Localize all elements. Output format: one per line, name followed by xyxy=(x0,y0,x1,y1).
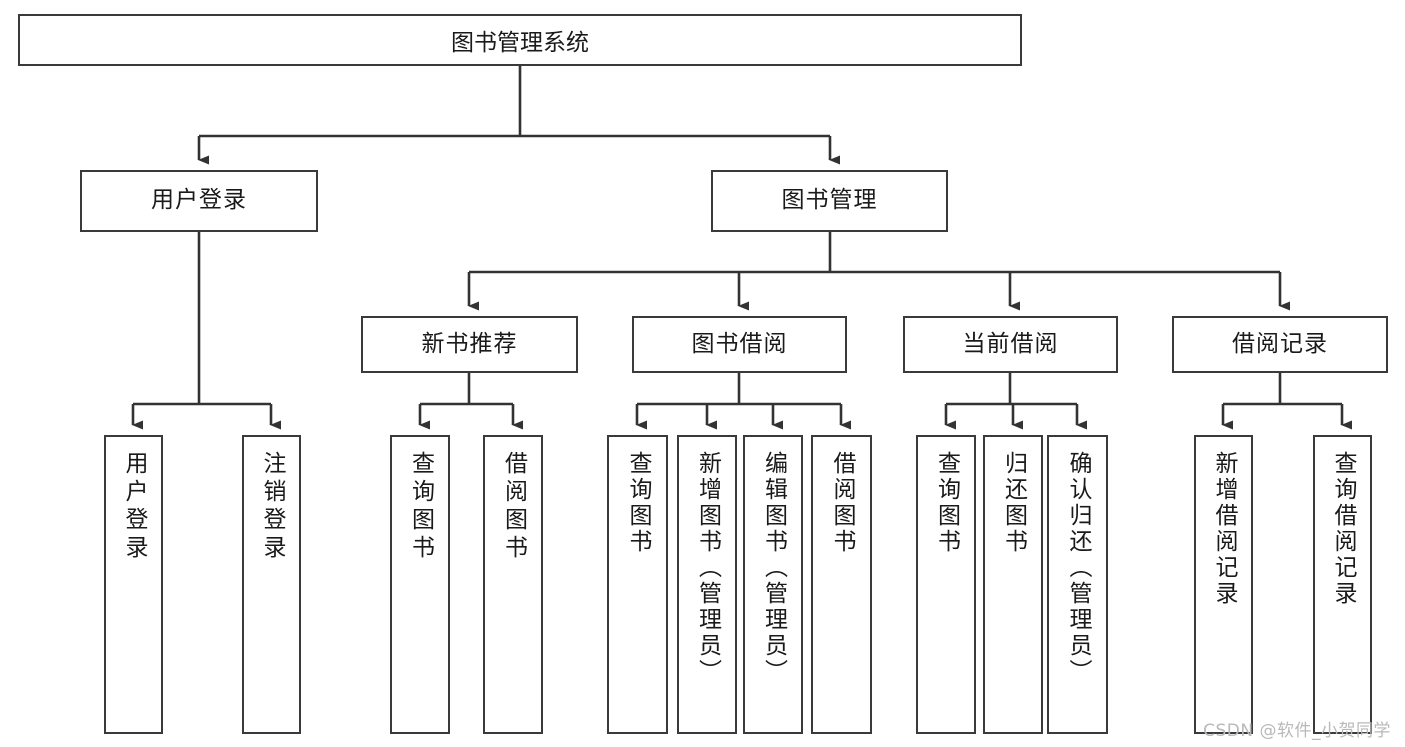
leaf-query-book-current[interactable]: 查询图书 xyxy=(916,435,976,734)
node-label: 图书管理系统 xyxy=(451,30,589,56)
node-label: 查询图书 xyxy=(933,451,960,555)
node-root-library-management-system[interactable]: 图书管理系统 xyxy=(18,14,1022,66)
node-label: 归还图书 xyxy=(1000,451,1027,555)
leaf-borrow-book[interactable]: 借阅图书 xyxy=(811,435,872,734)
leaf-query-book-recommend[interactable]: 查询图书 xyxy=(390,435,450,734)
leaf-confirm-return-admin[interactable]: 确认归还（管理员） xyxy=(1047,435,1108,734)
node-book-borrow[interactable]: 图书借阅 xyxy=(632,316,847,373)
leaf-query-borrow-record[interactable]: 查询借阅记录 xyxy=(1313,435,1372,734)
leaf-logout[interactable]: 注销登录 xyxy=(242,435,301,734)
node-label: 用户登录 xyxy=(151,187,247,214)
csdn-watermark: CSDN @软件_小贺同学 xyxy=(1203,721,1391,741)
node-label: 当前借阅 xyxy=(962,330,1059,357)
leaf-query-book-borrow[interactable]: 查询图书 xyxy=(607,435,668,734)
leaf-borrow-book-recommend[interactable]: 借阅图书 xyxy=(483,435,543,734)
node-book-management[interactable]: 图书管理 xyxy=(711,170,948,232)
leaf-user-login[interactable]: 用户登录 xyxy=(104,435,163,734)
node-label: 借阅记录 xyxy=(1232,330,1328,357)
node-label: 图书借阅 xyxy=(691,330,788,357)
node-label: 注销登录 xyxy=(259,451,285,563)
node-label: 查询图书 xyxy=(407,451,434,563)
leaf-add-borrow-record[interactable]: 新增借阅记录 xyxy=(1194,435,1253,734)
node-label: 查询借阅记录 xyxy=(1330,451,1356,607)
node-label: 查询图书 xyxy=(625,451,651,555)
leaf-return-book[interactable]: 归还图书 xyxy=(983,435,1043,734)
node-new-book-recommend[interactable]: 新书推荐 xyxy=(361,316,578,373)
leaf-edit-book-admin[interactable]: 编辑图书（管理员） xyxy=(743,435,803,734)
node-label: 用户登录 xyxy=(121,451,147,563)
node-current-borrow[interactable]: 当前借阅 xyxy=(903,316,1118,373)
node-label: 借阅图书 xyxy=(829,451,855,555)
node-label: 新增图书（管理员） xyxy=(694,451,721,685)
node-label: 新书推荐 xyxy=(421,330,518,357)
node-borrow-record[interactable]: 借阅记录 xyxy=(1172,316,1388,373)
node-label: 新增借阅记录 xyxy=(1211,451,1237,607)
node-user-login[interactable]: 用户登录 xyxy=(80,170,318,232)
node-label: 图书管理 xyxy=(781,187,878,214)
node-label: 编辑图书（管理员） xyxy=(760,451,787,685)
leaf-add-book-admin[interactable]: 新增图书（管理员） xyxy=(677,435,737,734)
node-label: 借阅图书 xyxy=(500,451,527,563)
node-label: 确认归还（管理员） xyxy=(1065,451,1091,685)
